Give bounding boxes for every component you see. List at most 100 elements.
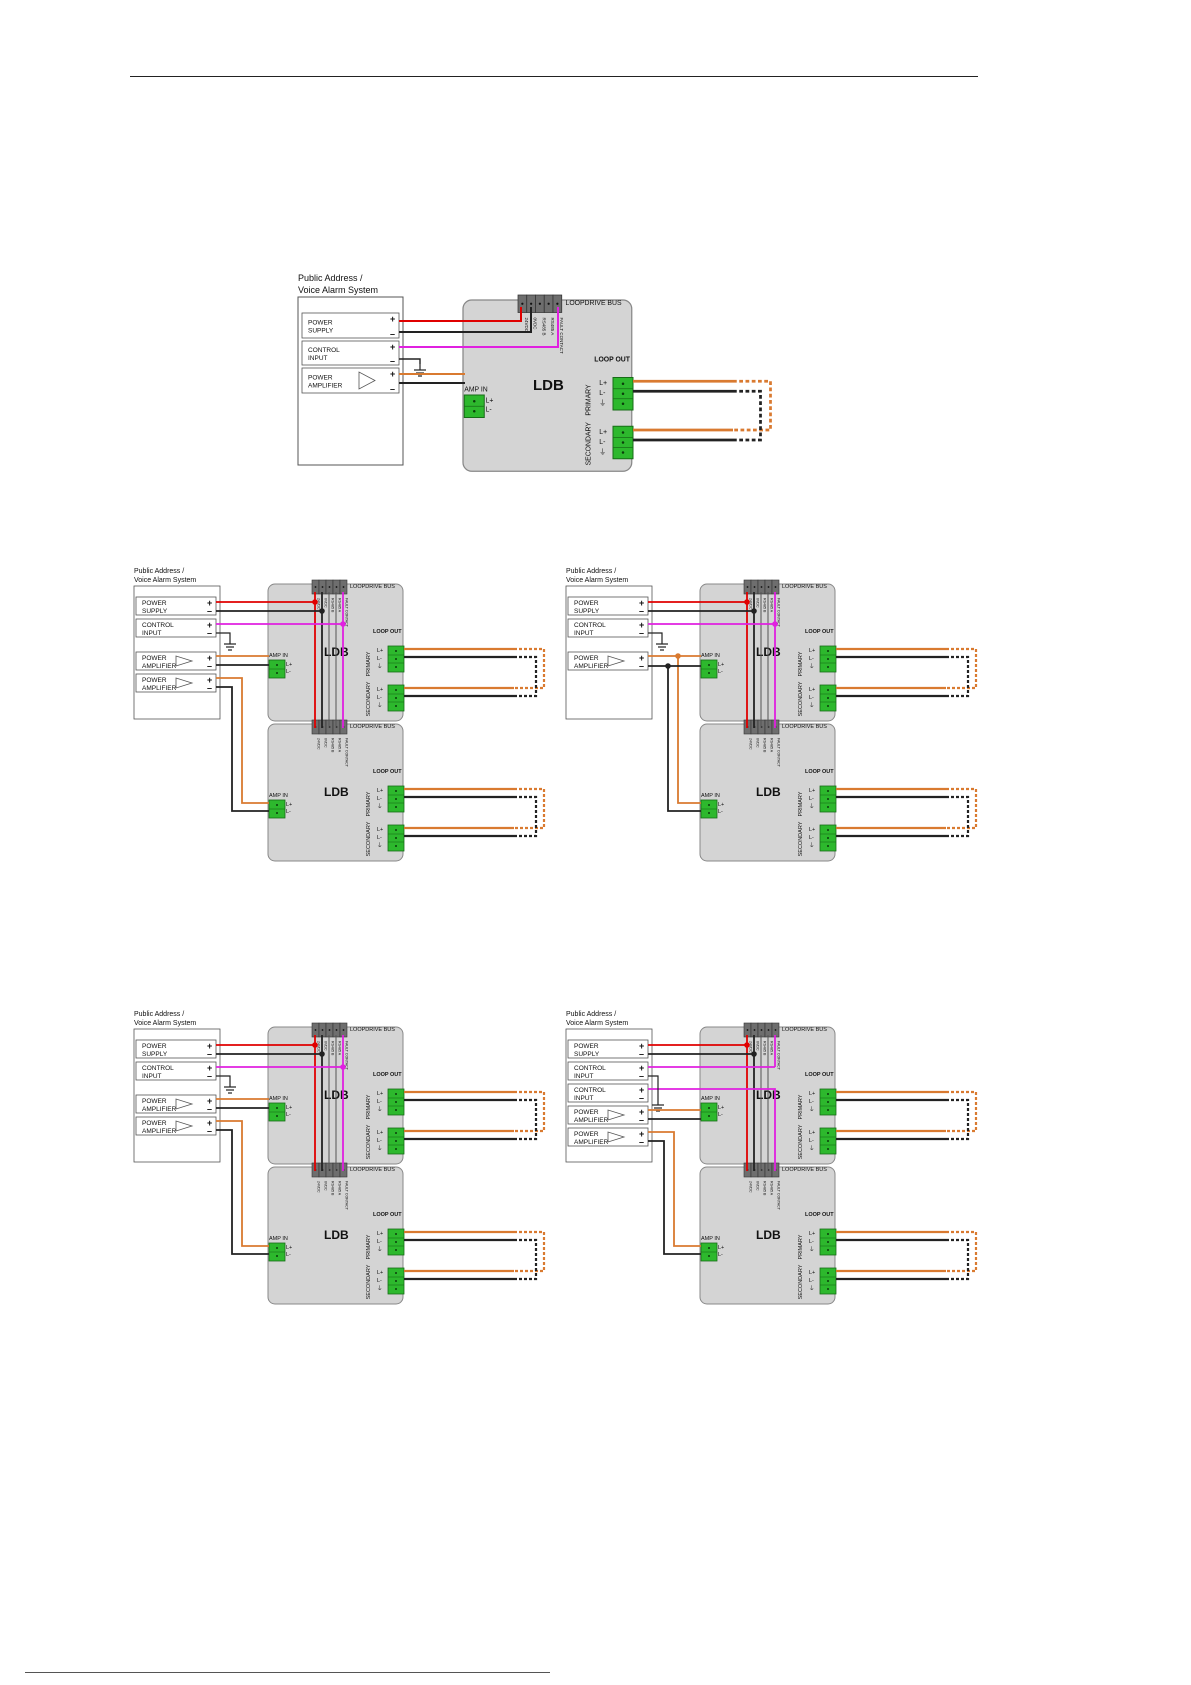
secondary-terminal-pin xyxy=(827,845,829,847)
amp-in-terminal-pin xyxy=(276,1255,278,1257)
bus-pin-dot xyxy=(538,302,541,305)
power-amplifier-block-1-plus: + xyxy=(639,1107,644,1117)
bus-pin-label: RS485 B xyxy=(331,738,335,753)
power-amplifier-block-2-label-1: POWER xyxy=(574,1131,599,1138)
ldb-title: LDB xyxy=(756,785,781,799)
secondary-lplus: L+ xyxy=(377,827,383,833)
power-amplifier-block xyxy=(301,367,400,394)
primary-lminus: L- xyxy=(809,656,814,662)
primary-terminal-pin xyxy=(395,666,397,668)
control-input-block-label-2: INPUT xyxy=(142,1073,162,1080)
primary-label: PRIMARY xyxy=(798,1094,804,1119)
system-title-1: Public Address / xyxy=(566,568,616,575)
secondary-lplus: L+ xyxy=(809,827,815,833)
secondary-terminal-pin xyxy=(827,837,829,839)
amplifier-triangle-icon xyxy=(358,371,376,390)
loop-dotted-orange xyxy=(514,1230,546,1273)
secondary-terminal-pin xyxy=(827,1288,829,1290)
bus-pin-dot xyxy=(556,302,559,305)
amp-in-label: AMP IN xyxy=(701,793,720,799)
bus-pin-label: FAULT CONTACT xyxy=(345,1181,349,1211)
control-wire-2 xyxy=(648,1088,776,1171)
bus-pin-label: RS485 B xyxy=(763,738,767,753)
amp-minus-branch xyxy=(667,666,701,812)
primary-lplus: L+ xyxy=(377,788,383,794)
primary-terminal-pin xyxy=(827,666,829,668)
amp-in-terminal-pin xyxy=(708,664,710,666)
amp2-plus-wire xyxy=(216,677,269,804)
power-amplifier-block-1-plus: + xyxy=(207,1096,212,1106)
bus-pin-dot xyxy=(314,1029,317,1031)
primary-lminus: L- xyxy=(809,796,814,802)
control-input-block-label-1: CONTROL xyxy=(142,622,174,629)
diagram-two-amps: Public Address /Voice Alarm SystemLOOPDR… xyxy=(133,568,546,862)
bus-pin-dot xyxy=(746,586,749,588)
control-ground-wire xyxy=(216,632,231,638)
system-title-1: Public Address / xyxy=(134,1011,184,1018)
bus-pin-label: RS485 A xyxy=(770,1041,774,1056)
power-supply-block-plus: + xyxy=(390,314,395,324)
primary-terminal-pin xyxy=(395,658,397,660)
bus-pin-dot xyxy=(335,586,338,588)
power-amplifier-block-2-plus: + xyxy=(207,1118,212,1128)
amp-in-terminal-pin xyxy=(276,672,278,674)
secondary-lplus: L+ xyxy=(809,1130,815,1136)
loop-out-label: LOOP OUT xyxy=(373,629,402,635)
power-amplifier-block-2-label-1: POWER xyxy=(142,1120,167,1127)
primary-label: PRIMARY xyxy=(366,1234,372,1259)
secondary-terminal-pin xyxy=(827,829,829,831)
loopdrive-bus-label: LOOPDRIVE BUS xyxy=(350,584,395,590)
primary-terminal-pin xyxy=(395,1101,397,1103)
power-supply-block-label-1: POWER xyxy=(142,600,167,607)
amp-in-label: AMP IN xyxy=(269,653,288,659)
loop-out-label: LOOP OUT xyxy=(805,629,834,635)
bus-pin-dot xyxy=(760,1029,763,1031)
secondary-label: SECONDARY xyxy=(798,1264,804,1299)
secondary-lminus: L- xyxy=(809,1138,814,1144)
secondary-terminal-pin xyxy=(395,1280,397,1282)
power-amplifier-block-1-label-1: POWER xyxy=(142,1098,167,1105)
diagram-two-amps-b: Public Address /Voice Alarm SystemLOOPDR… xyxy=(133,1011,546,1305)
primary-lplus: L+ xyxy=(809,648,815,654)
power-supply-block-plus: + xyxy=(207,598,212,608)
power-supply-block-minus: – xyxy=(207,1049,212,1059)
bus-pin-dot xyxy=(321,1029,324,1031)
secondary-terminal-pin xyxy=(395,1132,397,1134)
bus-pin-dot xyxy=(321,586,324,588)
primary-terminal-pin xyxy=(395,1241,397,1243)
power-supply-block-label-2: SUPPLY xyxy=(142,608,168,615)
bus-pin-label: RS485 B xyxy=(763,598,767,613)
primary-label: PRIMARY xyxy=(798,1234,804,1259)
secondary-terminal-pin xyxy=(827,1280,829,1282)
bus-pin-label: FAULT CONTACT xyxy=(559,318,564,355)
bus-pin-dot xyxy=(335,1029,338,1031)
control-ground-wire xyxy=(648,632,663,638)
primary-terminal-pin xyxy=(395,650,397,652)
control-input-block-plus: + xyxy=(390,342,395,352)
power-amplifier-block-2-label-1: POWER xyxy=(142,677,167,684)
control-input-block-plus: + xyxy=(639,620,644,630)
amp-in-terminal-pin xyxy=(473,410,476,413)
loop-dotted-black xyxy=(946,1098,970,1141)
primary-label: PRIMARY xyxy=(366,1094,372,1119)
primary-terminal-pin xyxy=(827,806,829,808)
power-supply-block-minus: – xyxy=(207,606,212,616)
amp-in-terminal-pin xyxy=(276,812,278,814)
power-supply-block-label-2: SUPPLY xyxy=(574,608,600,615)
secondary-terminal-pin xyxy=(827,689,829,691)
power-supply-block-label-1: POWER xyxy=(574,1043,599,1050)
secondary-label: SECONDARY xyxy=(798,821,804,856)
loopdrive-bus-label: LOOPDRIVE BUS xyxy=(782,1167,827,1173)
ldb-title: LDB xyxy=(324,785,349,799)
primary-terminal-pin xyxy=(621,402,625,405)
amp2-plus-wire xyxy=(648,1131,701,1247)
amp-in-label: AMP IN xyxy=(269,1096,288,1102)
system-title-2: Voice Alarm System xyxy=(298,285,378,295)
bus-pin-label: FAULT CONTACT xyxy=(345,738,349,768)
secondary-terminal-pin xyxy=(827,1272,829,1274)
primary-terminal-pin xyxy=(827,1101,829,1103)
bus-pin-label: RS485 B xyxy=(763,1041,767,1056)
secondary-terminal-pin xyxy=(395,1272,397,1274)
control-input-block-label-2: INPUT xyxy=(142,630,162,637)
bus-pin-label: FAULT CONTACT xyxy=(345,1041,349,1071)
